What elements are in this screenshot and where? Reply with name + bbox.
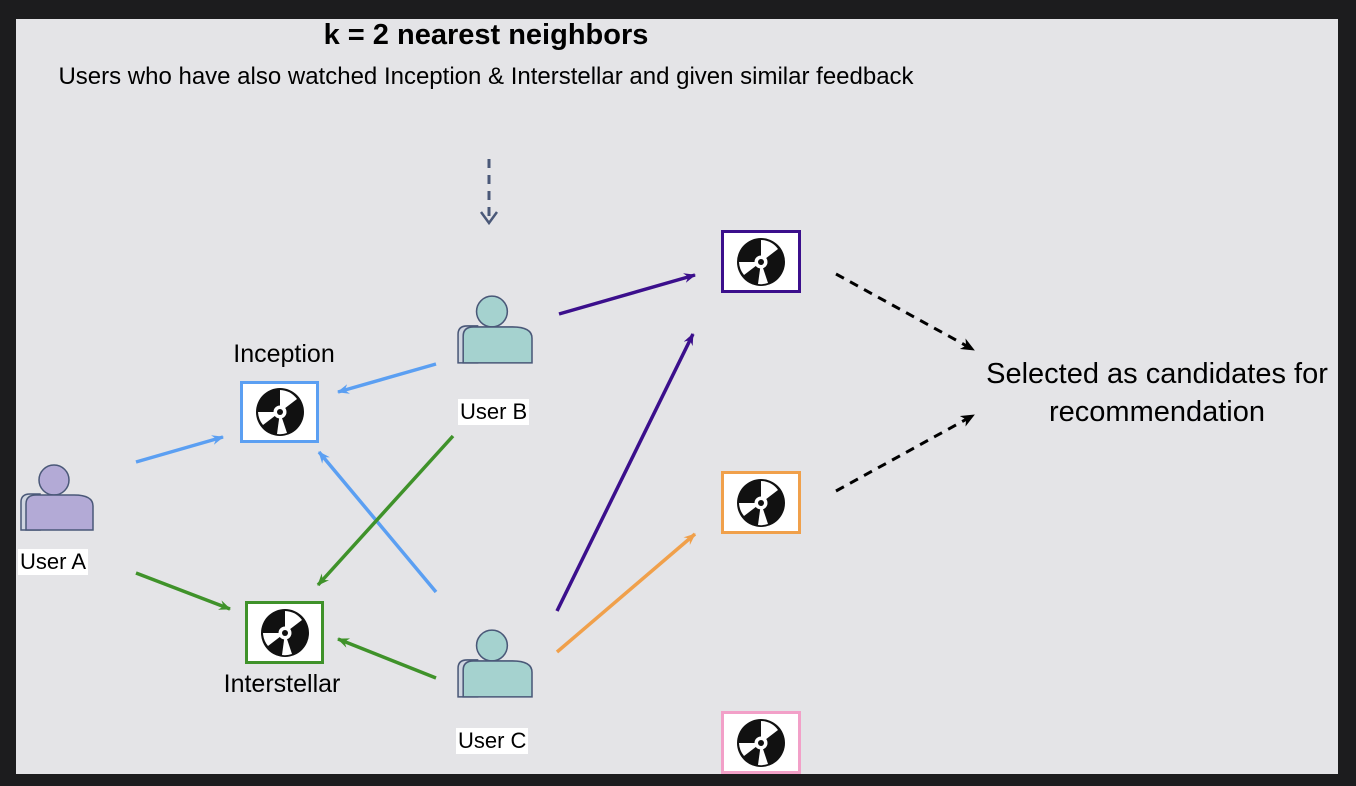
user-label-b: User B xyxy=(458,399,530,425)
film-reel-icon xyxy=(737,718,785,767)
user-icon-c xyxy=(457,629,533,698)
film-reel-icon xyxy=(255,388,304,436)
movie-interstellar xyxy=(245,601,324,664)
title-pointer-arrow xyxy=(479,159,499,226)
user-label-c: User C xyxy=(456,728,529,754)
edge-orange-to-candidates xyxy=(835,413,975,493)
user-icon-a xyxy=(20,464,94,531)
film-reel-icon xyxy=(737,237,785,286)
edge-userc-candidate-purple xyxy=(555,333,695,612)
edge-usera-inception xyxy=(135,435,224,464)
film-reel-icon xyxy=(737,478,785,527)
user-label-a: User A xyxy=(18,549,89,575)
edge-userb-candidate-purple xyxy=(558,273,696,316)
connectors xyxy=(135,159,975,680)
diagram-title: k = 2 nearest neighbors xyxy=(323,19,649,51)
movie-label-interstellar: Interstellar xyxy=(223,670,341,698)
edge-userb-interstellar xyxy=(316,434,455,587)
edge-userb-inception xyxy=(337,362,437,394)
movie-candidate-purple xyxy=(721,230,801,293)
diagram-canvas: k = 2 nearest neighbors Users who have a… xyxy=(16,19,1338,774)
movie-candidate-orange xyxy=(721,471,801,534)
diagram-subtitle: Users who have also watched Inception & … xyxy=(58,63,914,90)
edge-userc-inception xyxy=(317,450,438,594)
edge-userc-interstellar xyxy=(337,637,437,680)
movie-label-inception: Inception xyxy=(233,340,335,368)
edge-usera-interstellar xyxy=(135,571,231,611)
candidates-note: Selected as candidates for recommendatio… xyxy=(986,358,1328,428)
edge-purple-to-candidates xyxy=(835,272,975,352)
edge-userc-candidate-orange xyxy=(555,532,697,654)
movie-inception xyxy=(240,381,319,443)
film-reel-icon xyxy=(260,608,309,657)
movie-candidate-pink xyxy=(721,711,801,774)
user-icon-b xyxy=(457,295,533,364)
